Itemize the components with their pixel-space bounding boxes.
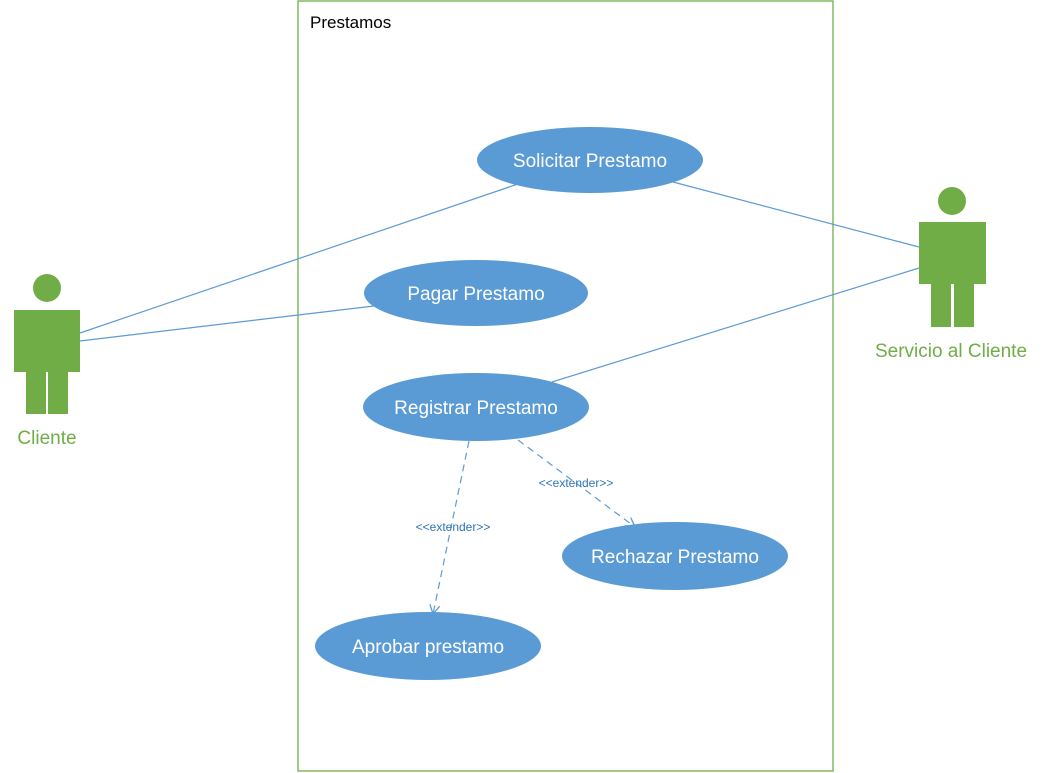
actor-cliente-icon	[14, 274, 80, 414]
use-case-pagar-shape	[364, 260, 588, 326]
actor-servicio-icon	[919, 187, 986, 327]
use-case-rechazar-shape	[562, 522, 788, 590]
system-boundary	[297, 0, 834, 772]
use-case-pagar[interactable]: Pagar Prestamo	[364, 260, 588, 326]
use-case-rechazar-label: Rechazar Prestamo	[591, 547, 759, 568]
extend-line-aprobar	[429, 440, 470, 616]
use-case-solicitar-label: Solicitar Prestamo	[513, 151, 667, 172]
actor-servicio-label: Servicio al Cliente	[875, 341, 1027, 362]
association-servicio-solicitar	[672, 181, 920, 248]
use-case-solicitar[interactable]: Solicitar Prestamo	[477, 127, 703, 193]
use-case-pagar-label: Pagar Prestamo	[407, 284, 544, 305]
use-case-registrar-shape	[363, 373, 589, 441]
extend-line-rechazar	[517, 439, 637, 528]
association-servicio-registrar	[551, 267, 920, 383]
use-case-rechazar[interactable]: Rechazar Prestamo	[562, 522, 788, 590]
use-case-aprobar-label: Aprobar prestamo	[352, 637, 504, 658]
use-case-registrar[interactable]: Registrar Prestamo	[363, 373, 589, 441]
use-case-aprobar[interactable]: Aprobar prestamo	[315, 612, 541, 680]
use-case-aprobar-shape	[315, 612, 541, 680]
actor-cliente-label: Cliente	[17, 428, 76, 449]
extend-label-rechazar: <<extender>>	[539, 476, 614, 490]
use-case-registrar-label: Registrar Prestamo	[394, 398, 558, 419]
system-title: Prestamos	[310, 13, 391, 32]
association-cliente-pagar	[79, 305, 375, 342]
use-case-solicitar-shape	[477, 127, 703, 193]
actor-servicio-al-cliente[interactable]: Servicio al Cliente	[875, 187, 1027, 362]
extend-label-aprobar: <<extender>>	[416, 520, 491, 534]
actor-cliente[interactable]: Cliente	[14, 274, 80, 449]
association-cliente-solicitar	[79, 183, 519, 334]
